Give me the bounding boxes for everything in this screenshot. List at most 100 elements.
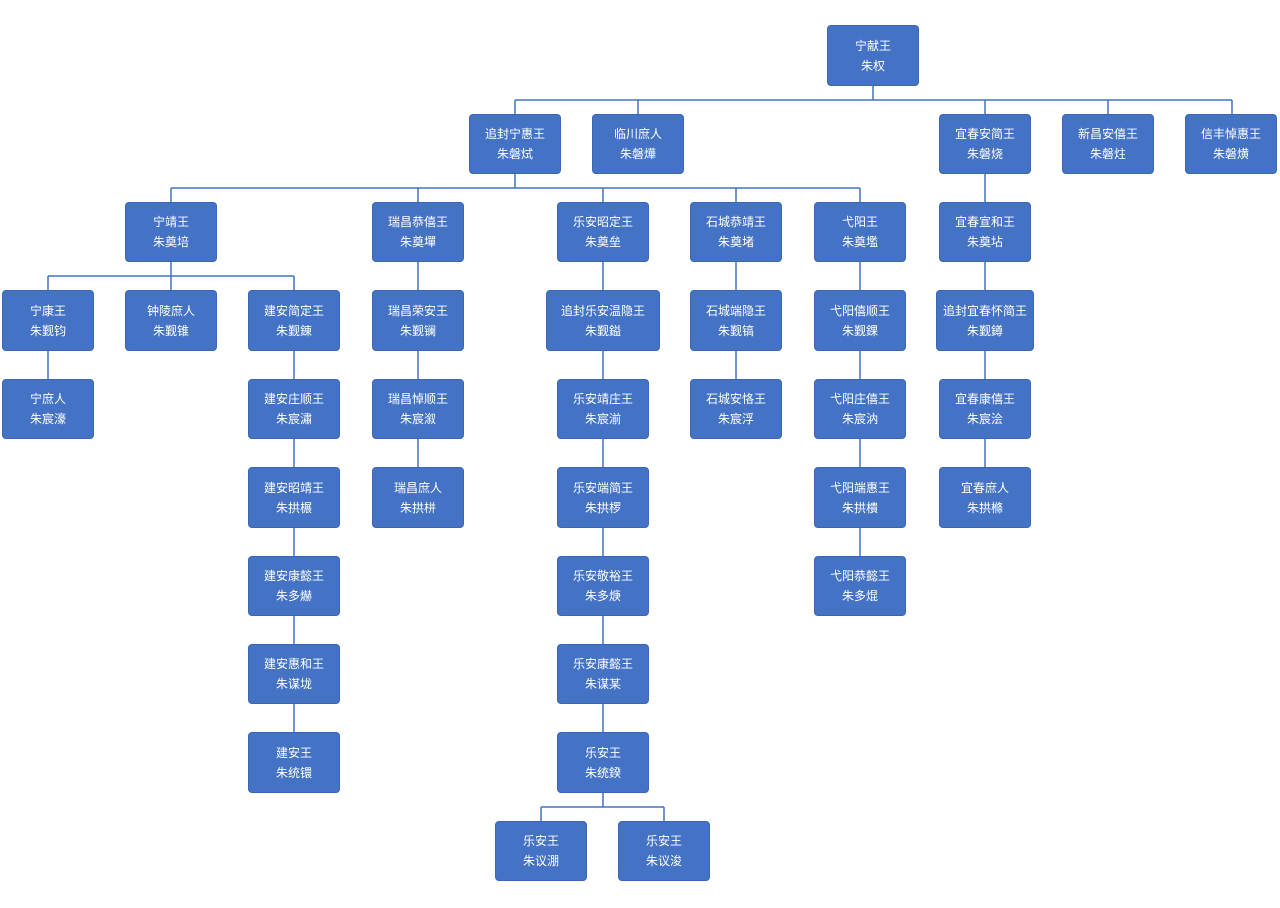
node-n29: 瑞昌庶人朱拱栟 xyxy=(372,467,464,528)
node-title: 瑞昌庶人 xyxy=(393,480,442,495)
node-n16: 瑞昌荣安王朱觐镧 xyxy=(372,290,464,351)
node-title: 乐安端简王 xyxy=(572,480,633,495)
node-name: 朱奠培 xyxy=(152,235,189,249)
node-n27: 宜春康僖王朱宸浍 xyxy=(939,379,1031,439)
node-name: 朱觐鐏 xyxy=(966,323,1003,338)
edge-n1-children xyxy=(514,86,1233,114)
node-n26: 弋阳庄僖王朱宸汭 xyxy=(814,379,906,439)
node-title: 石城安恪王 xyxy=(705,392,766,406)
node-n36: 建安惠和王朱谋垅 xyxy=(248,644,340,704)
node-name: 朱宸浍 xyxy=(966,412,1003,426)
node-name: 朱觐镧 xyxy=(399,323,436,338)
node-name: 朱磐炷 xyxy=(1089,147,1126,161)
node-title: 宜春康僖王 xyxy=(954,392,1015,406)
node-n32: 宜春庶人朱拱樤 xyxy=(939,467,1031,528)
node-n10: 石城恭靖王朱奠堵 xyxy=(690,202,782,262)
node-title: 弋阳端惠王 xyxy=(829,480,890,495)
node-n30: 乐安端简王朱拱椤 xyxy=(557,467,649,528)
node-title: 弋阳恭懿王 xyxy=(829,569,890,583)
node-name: 朱宸潚 xyxy=(275,412,312,426)
node-name: 朱拱椤 xyxy=(584,500,621,515)
node-n3: 临川庶人朱磐燁 xyxy=(592,114,684,174)
node-name: 朱磐燁 xyxy=(619,147,656,161)
node-name: 朱觐錬 xyxy=(275,323,312,338)
node-name: 朱宸濠 xyxy=(29,412,66,426)
node-name: 朱谋某 xyxy=(584,677,621,691)
node-title: 乐安靖庄王 xyxy=(572,392,633,406)
node-n7: 宁靖王朱奠培 xyxy=(125,202,217,262)
node-name: 朱多焜 xyxy=(841,589,878,603)
node-n31: 弋阳端惠王朱拱樻 xyxy=(814,467,906,528)
edge-n39-children xyxy=(540,793,665,821)
node-title: 瑞昌悼顺王 xyxy=(387,392,448,406)
node-n28: 建安昭靖王朱拱榐 xyxy=(248,467,340,528)
edge-n7-children xyxy=(47,262,295,290)
node-n11: 弋阳王朱奠壏 xyxy=(814,202,906,262)
node-title: 宜春宣和王 xyxy=(954,215,1015,229)
node-name: 朱多焿 xyxy=(584,589,621,603)
node-title: 追封乐安温隐王 xyxy=(560,303,645,318)
node-name: 朱统鍨 xyxy=(584,765,621,780)
node-title: 乐安昭定王 xyxy=(572,215,633,229)
node-n2: 追封宁惠王朱磐烒 xyxy=(469,114,561,174)
node-n34: 乐安敬裕王朱多焿 xyxy=(557,556,649,616)
node-title: 建安惠和王 xyxy=(263,657,324,671)
node-n25: 石城安恪王朱宸浮 xyxy=(690,379,782,439)
node-name: 朱奠壏 xyxy=(841,235,878,249)
node-title: 信丰悼惠王 xyxy=(1200,127,1261,141)
node-n13: 宁康王朱觐钧 xyxy=(2,290,94,351)
node-n39: 乐安王朱统鍨 xyxy=(557,732,649,793)
node-n9: 乐安昭定王朱奠垒 xyxy=(557,202,649,262)
node-title: 宁康王 xyxy=(29,303,66,318)
node-name: 朱觐镐 xyxy=(717,323,754,338)
node-name: 朱谋垅 xyxy=(275,677,312,691)
node-title: 追封宜春怀简王 xyxy=(942,303,1027,318)
node-name: 朱宸浮 xyxy=(717,412,754,426)
node-n40: 乐安王朱议淜 xyxy=(495,821,587,881)
node-title: 瑞昌恭僖王 xyxy=(387,215,448,229)
node-title: 石城端隐王 xyxy=(705,303,766,318)
node-n41: 乐安王朱议浚 xyxy=(618,821,710,881)
node-title: 建安康懿王 xyxy=(263,569,324,583)
node-title: 建安昭靖王 xyxy=(263,480,324,495)
node-title: 乐安敬裕王 xyxy=(572,569,633,583)
node-title: 弋阳僖顺王 xyxy=(829,303,890,318)
node-n18: 石城端隐王朱觐镐 xyxy=(690,290,782,351)
node-name: 朱觐钧 xyxy=(29,323,66,338)
node-name: 朱权 xyxy=(860,58,885,73)
node-n15: 建安简定王朱觐錬 xyxy=(248,290,340,351)
node-name: 朱拱樻 xyxy=(841,500,878,515)
node-name: 朱觐錁 xyxy=(841,323,878,338)
node-name: 朱奠垒 xyxy=(584,235,621,249)
node-n12: 宜春宣和王朱奠坫 xyxy=(939,202,1031,262)
node-n37: 乐安康懿王朱谋某 xyxy=(557,644,649,704)
node-title: 宜春庶人 xyxy=(960,480,1009,495)
node-n35: 弋阳恭懿王朱多焜 xyxy=(814,556,906,616)
node-name: 朱议淜 xyxy=(522,854,559,868)
node-name: 朱觐鎰 xyxy=(584,323,621,338)
node-name: 朱宸湔 xyxy=(584,412,621,426)
edge-n2-children xyxy=(170,174,861,202)
node-name: 朱奠堵 xyxy=(717,235,754,249)
node-title: 乐安康懿王 xyxy=(572,657,633,671)
node-title: 建安庄顺王 xyxy=(263,392,324,406)
node-title: 弋阳王 xyxy=(841,215,878,229)
node-n5: 新昌安僖王朱磐炷 xyxy=(1062,114,1154,174)
node-n6: 信丰悼惠王朱磐熿 xyxy=(1185,114,1277,174)
node-n24: 乐安靖庄王朱宸湔 xyxy=(557,379,649,439)
node-title: 新昌安僖王 xyxy=(1077,127,1138,141)
node-name: 朱宸汭 xyxy=(841,412,878,426)
node-n23: 瑞昌悼顺王朱宸溆 xyxy=(372,379,464,439)
node-name: 朱宸溆 xyxy=(399,412,436,426)
node-n21: 宁庶人朱宸濠 xyxy=(2,379,94,439)
node-n33: 建安康懿王朱多爀 xyxy=(248,556,340,616)
node-title: 宜春安简王 xyxy=(954,127,1015,141)
node-title: 瑞昌荣安王 xyxy=(387,303,448,318)
node-name: 朱磐熿 xyxy=(1212,147,1249,161)
node-title: 宁庶人 xyxy=(29,392,66,406)
node-title: 宁靖王 xyxy=(152,215,189,229)
node-name: 朱奠墠 xyxy=(399,235,436,249)
node-title: 宁献王 xyxy=(854,38,891,53)
node-title: 临川庶人 xyxy=(613,127,662,141)
